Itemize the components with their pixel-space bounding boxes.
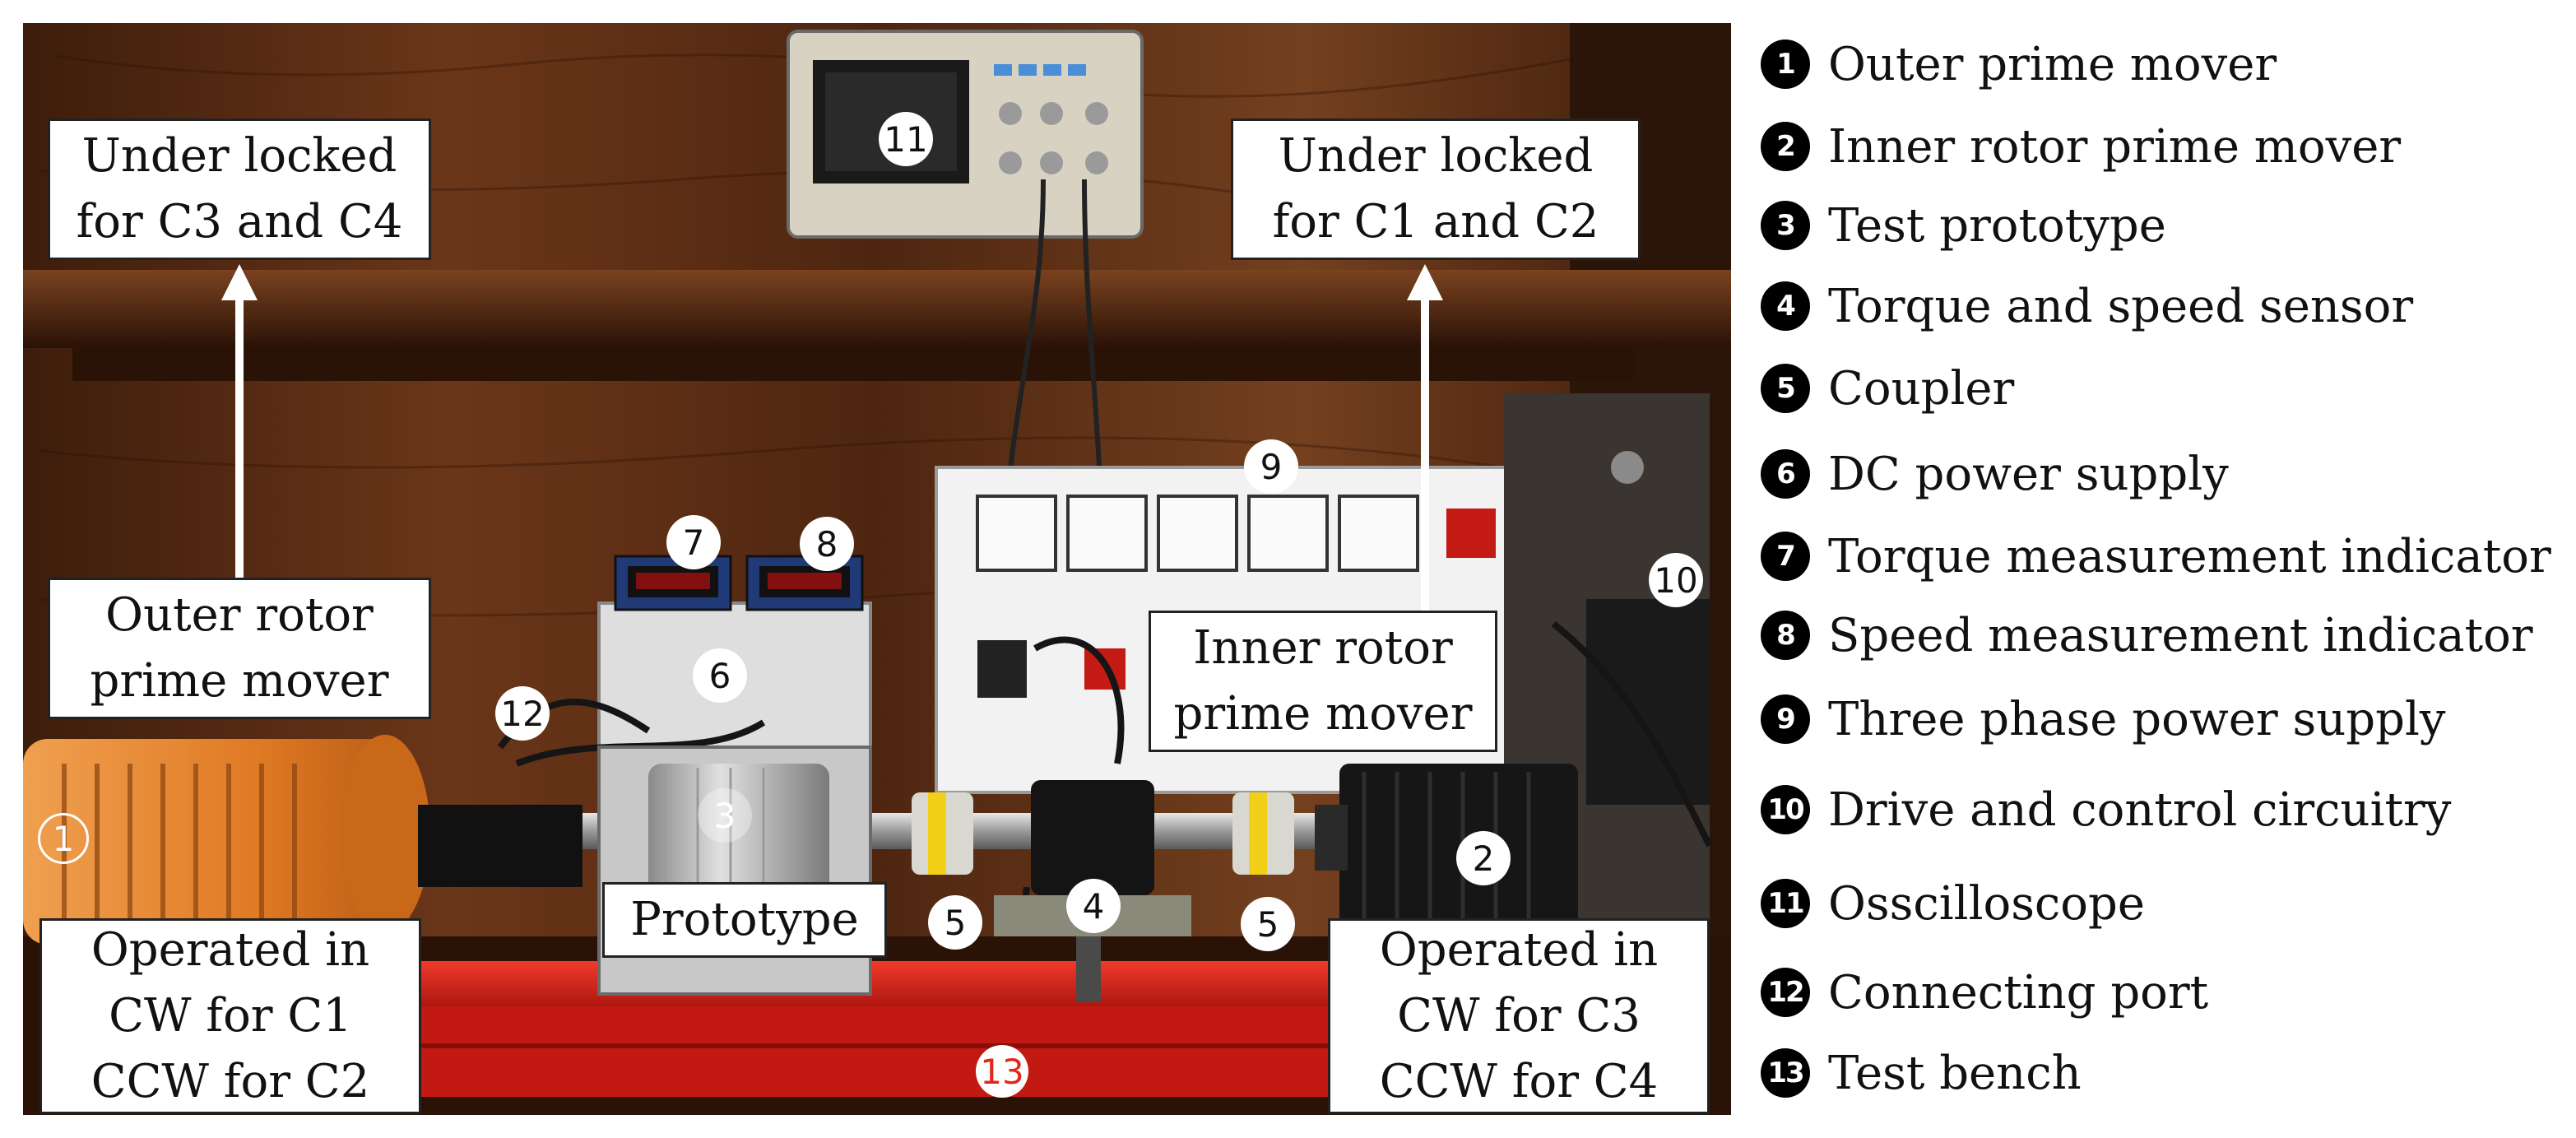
legend-item: 10 Drive and control circuitry — [1761, 777, 2451, 843]
legend-label: Speed measurement indicator — [1828, 608, 2533, 662]
callout-line: CCW for C2 — [91, 1055, 370, 1108]
legend-item: 6 DC power supply — [1761, 441, 2229, 507]
callout-operated-c3-c4: Operated in CW for C3 CCW for C4 — [1328, 918, 1710, 1114]
arrow-left-shaft — [235, 295, 244, 601]
callout-prototype: Prototype — [602, 882, 887, 958]
legend-number: 13 — [1761, 1048, 1810, 1098]
legend-item: 5 Coupler — [1761, 355, 2014, 421]
marker-test-prototype: 3 — [698, 788, 752, 843]
legend-label: Test bench — [1828, 1046, 2082, 1100]
marker-torque-speed-sensor: 4 — [1066, 879, 1121, 933]
marker-oscilloscope: 11 — [879, 112, 933, 166]
legend-item: 3 Test prototype — [1761, 193, 2166, 258]
arrow-left-head — [221, 264, 258, 300]
legend-number: 10 — [1761, 785, 1810, 834]
callout-line: Outer rotor — [105, 588, 374, 642]
legend-number: 5 — [1761, 364, 1810, 413]
marker-connecting-port: 12 — [495, 686, 550, 741]
callout-line: Inner rotor — [1193, 621, 1453, 675]
legend-label: Drive and control circuitry — [1828, 783, 2452, 837]
callout-line: for C3 and C4 — [76, 195, 403, 249]
legend-label: Coupler — [1828, 361, 2015, 416]
legend-number: 2 — [1761, 122, 1810, 171]
callout-line: Operated in — [91, 923, 370, 977]
legend-item: 9 Three phase power supply — [1761, 686, 2446, 752]
callout-line: Prototype — [630, 893, 859, 946]
legend-item: 11 Osscilloscope — [1761, 871, 2145, 936]
legend-number: 3 — [1761, 201, 1810, 250]
marker-speed-indicator: 8 — [800, 517, 854, 571]
legend-item: 13 Test bench — [1761, 1040, 2082, 1106]
callout-line: for C1 and C2 — [1272, 195, 1599, 249]
marker-dc-power-supply: 6 — [693, 648, 747, 703]
callout-inner-rotor-prime-mover: Inner rotor prime mover — [1149, 611, 1497, 752]
legend-number: 12 — [1761, 968, 1810, 1017]
legend-number: 6 — [1761, 449, 1810, 499]
marker-torque-indicator: 7 — [666, 515, 721, 569]
callout-operated-c1-c2: Operated in CW for C1 CCW for C2 — [39, 918, 421, 1114]
legend-number: 4 — [1761, 281, 1810, 331]
callout-line: Under locked — [81, 129, 397, 183]
callout-line: CW for C3 — [1397, 989, 1641, 1043]
legend-item: 12 Connecting port — [1761, 959, 2208, 1025]
callout-line: CCW for C4 — [1379, 1055, 1659, 1108]
legend-label: Osscilloscope — [1828, 876, 2145, 931]
legend-number: 8 — [1761, 611, 1810, 660]
legend-label: Three phase power supply — [1828, 692, 2446, 746]
legend-label: Outer prime mover — [1828, 37, 2277, 91]
legend-number: 7 — [1761, 532, 1810, 581]
arrow-right-head — [1407, 264, 1443, 300]
legend-item: 8 Speed measurement indicator — [1761, 602, 2533, 668]
callout-line: prime mover — [1173, 687, 1473, 741]
legend-number: 11 — [1761, 879, 1810, 928]
legend-item: 1 Outer prime mover — [1761, 31, 2277, 97]
callout-locked-c1-c2: Under locked for C1 and C2 — [1231, 118, 1641, 260]
marker-three-phase-supply: 9 — [1244, 439, 1298, 494]
arrow-right-shaft — [1421, 295, 1429, 634]
marker-drive-control: 10 — [1649, 553, 1703, 607]
marker-inner-rotor-prime-mover: 2 — [1456, 831, 1511, 885]
legend-label: Torque measurement indicator — [1828, 529, 2551, 583]
callout-line: prime mover — [90, 654, 389, 708]
legend-number: 9 — [1761, 694, 1810, 744]
test-bench-photo: Under locked for C3 and C4 Under locked … — [23, 23, 1731, 1115]
legend-label: Torque and speed sensor — [1828, 279, 2414, 333]
legend-label: DC power supply — [1828, 447, 2229, 501]
callout-line: CW for C1 — [109, 989, 352, 1043]
legend-label: Inner rotor prime mover — [1828, 119, 2402, 174]
callout-line: Operated in — [1379, 923, 1659, 977]
callout-locked-c3-c4: Under locked for C3 and C4 — [48, 118, 431, 260]
marker-outer-prime-mover: 1 — [38, 813, 89, 864]
callout-outer-rotor-prime-mover: Outer rotor prime mover — [48, 578, 431, 719]
legend-item: 7 Torque measurement indicator — [1761, 523, 2551, 589]
legend-item: 4 Torque and speed sensor — [1761, 273, 2413, 339]
marker-coupler-left: 5 — [928, 895, 982, 950]
marker-test-bench: 13 — [976, 1045, 1028, 1098]
legend-label: Test prototype — [1828, 198, 2166, 253]
legend-number: 1 — [1761, 39, 1810, 89]
marker-coupler-right: 5 — [1241, 897, 1295, 951]
callout-line: Under locked — [1278, 129, 1594, 183]
legend-item: 2 Inner rotor prime mover — [1761, 114, 2401, 179]
legend-label: Connecting port — [1828, 965, 2209, 1020]
